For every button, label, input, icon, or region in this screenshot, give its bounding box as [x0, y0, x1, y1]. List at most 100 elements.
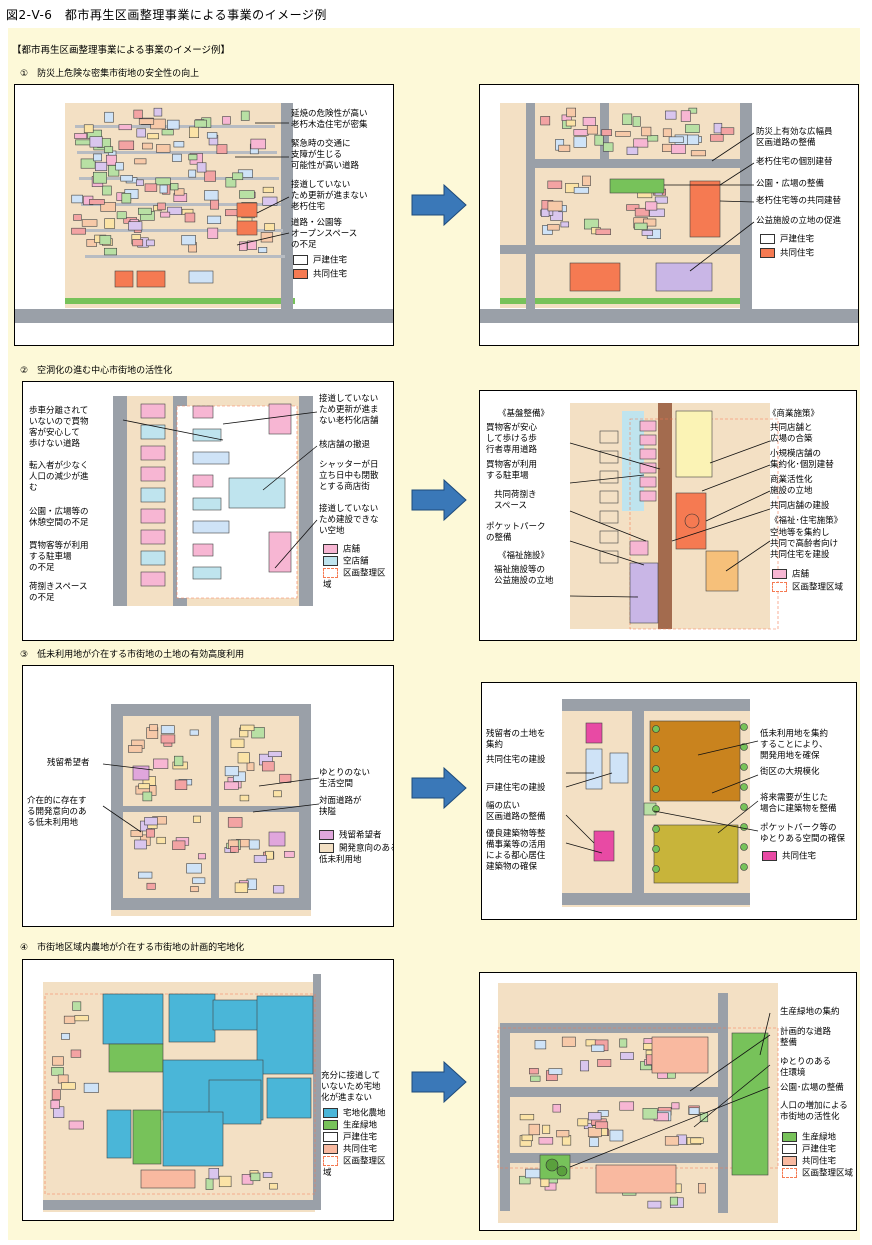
leader-line	[569, 510, 647, 542]
house	[595, 228, 611, 235]
s2-after-right-label-5: 空地等を集約し 共同で高齢者向け 共同住宅を建設	[770, 528, 839, 560]
shop	[639, 476, 657, 488]
wide-road	[530, 159, 740, 168]
house	[146, 239, 155, 247]
house	[138, 207, 152, 215]
house	[70, 1049, 82, 1058]
main-road	[15, 309, 393, 323]
section-2-before-map: 歩車分離されて いないので買物 客が安心して 歩けない道路 転入者が少なく 人口…	[22, 381, 394, 641]
s3-before-legend-unused: 開発意向のある 低未利用地	[319, 843, 394, 866]
house	[188, 154, 198, 161]
consolidated-green-land	[731, 1032, 769, 1176]
figure-title: 図2-V-6 都市再生区画整理事業による事業のイメージ例	[6, 8, 327, 22]
leader-line	[565, 814, 595, 844]
diagram-panel: 【都市再生区画整理事業による事業のイメージ例】 ① 防災上危険な密集市街地の安全…	[8, 28, 860, 1240]
house	[184, 212, 196, 223]
house	[258, 247, 268, 253]
house	[232, 172, 244, 181]
house	[71, 194, 83, 204]
house	[587, 1127, 602, 1138]
s3-after-left-label-5: 優良建築物等整 備事業等の活用 による都心居住 建築物の確保	[486, 829, 546, 872]
house	[61, 1082, 76, 1090]
s3-before-label-4: 対面道路が 挟隘	[319, 796, 362, 817]
s4-after-label-2: 計画的な道路 整備	[780, 1027, 832, 1048]
house	[609, 752, 629, 784]
house	[210, 199, 219, 210]
shared-swatch	[782, 1156, 797, 1166]
road	[500, 1153, 728, 1163]
legend-label: 残留希望者	[339, 830, 382, 841]
house	[603, 142, 614, 152]
house	[269, 1183, 278, 1190]
s2-after-left-label-1: 買物客が安心 して歩ける歩 行者専用道路	[486, 423, 538, 455]
house	[264, 223, 275, 231]
s2-after-welfare-label: 福祉施設等の 公益施設の立地	[494, 565, 554, 586]
section-3-after-map: 残留者の土地を 集約 共同住宅の建設 戸建住宅の建設 幅の広い 区画道路の整備 …	[481, 682, 857, 920]
s4-after-legend-house: 戸建住宅	[782, 1144, 836, 1156]
house	[664, 1136, 679, 1146]
house	[560, 221, 570, 228]
s2-before-left-label-1: 歩車分離されて いないので買物 客が安心して 歩けない道路	[29, 406, 89, 449]
leader-line	[122, 419, 224, 441]
house	[144, 183, 158, 192]
s3-after-left-label-3: 戸建住宅の建設	[486, 783, 546, 793]
house	[599, 510, 619, 524]
house	[528, 1123, 540, 1136]
side-road	[299, 396, 313, 606]
leader-line	[258, 777, 320, 787]
s2-after-right-label-1: 共同店舗と 広場の合築	[770, 423, 813, 444]
s2-after-left-label-2: 買物客が利用 する駐車場	[486, 460, 538, 481]
house	[582, 116, 596, 126]
green-land-swatch	[782, 1132, 797, 1142]
house	[538, 1137, 554, 1145]
leader-line	[102, 763, 154, 771]
house	[556, 1130, 570, 1138]
house	[128, 221, 143, 231]
house	[547, 180, 563, 189]
house	[534, 1040, 547, 1050]
legend-label: 区画整理区域	[802, 1168, 854, 1179]
s1-before-label-1: 延焼の危険性が高い 老朽木造住宅が密集	[291, 109, 368, 130]
house	[273, 885, 285, 894]
leader-line	[565, 772, 613, 788]
s2-before-legend-shop: 店舗	[323, 544, 360, 556]
leader-line	[717, 800, 759, 834]
s1-before-label-4: 道路・公園等 オープンスペース の不足	[291, 218, 358, 250]
s3-after-left-label-2: 共同住宅の建設	[486, 755, 546, 765]
section-3-before-map: 残留希望者 介在的に存在す る開発意向のあ る低未利用地 ゆとりのない 生活空間…	[22, 665, 394, 927]
house	[634, 222, 648, 230]
leader-line	[262, 445, 318, 491]
shop	[140, 487, 166, 503]
house	[645, 201, 658, 211]
house	[237, 752, 250, 764]
house	[156, 144, 171, 153]
leader-line	[719, 162, 755, 186]
legend-label: 開発意向のある 低未利用地	[319, 843, 394, 865]
house	[222, 116, 231, 125]
house	[181, 235, 196, 246]
house	[81, 219, 98, 227]
leader-line	[274, 519, 318, 569]
house	[74, 133, 88, 139]
house	[552, 1104, 561, 1113]
house	[690, 150, 706, 157]
legend-label: 共同住宅	[782, 851, 817, 862]
house	[540, 116, 551, 126]
house	[71, 227, 86, 235]
house	[685, 124, 700, 133]
leader-line	[689, 221, 755, 272]
leader-line	[569, 442, 661, 470]
leader-line	[569, 595, 639, 598]
shop	[639, 462, 657, 474]
shop	[140, 424, 166, 440]
shared-housing-swatch	[762, 851, 777, 861]
side-road	[113, 396, 127, 606]
house	[582, 175, 591, 186]
road	[111, 898, 311, 910]
project-area-swatch	[772, 582, 787, 592]
s4-after-legend-shared: 共同住宅	[782, 1156, 836, 1168]
house	[547, 224, 560, 231]
house	[142, 791, 153, 802]
house	[138, 871, 153, 879]
house	[573, 136, 587, 148]
